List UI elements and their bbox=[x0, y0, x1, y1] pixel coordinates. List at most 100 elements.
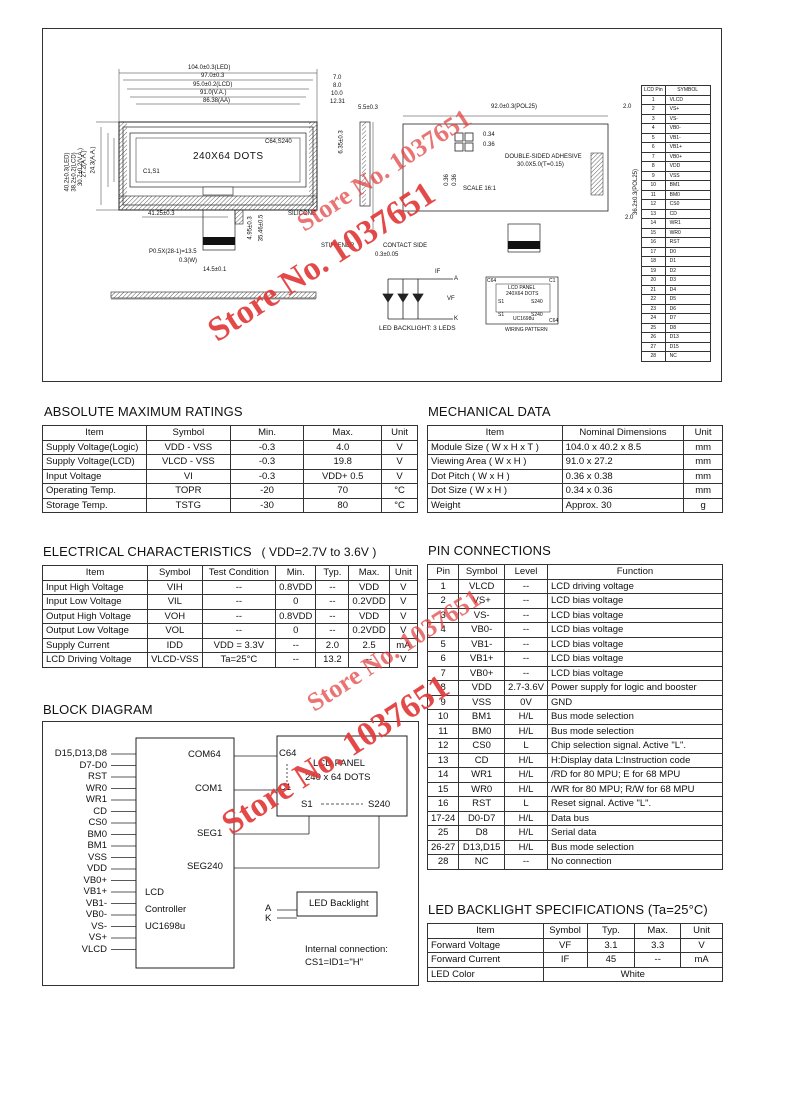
pin-cell: H/L bbox=[504, 825, 548, 841]
pin-cell: -- bbox=[504, 636, 548, 652]
backlight-cell: IF bbox=[542, 952, 588, 968]
pin-cell: GND bbox=[546, 694, 724, 710]
controller-input-signal: BM0 bbox=[87, 828, 107, 840]
dim-top-right-2: 10.0 bbox=[331, 91, 343, 97]
internal-connection-label: Internal connection: bbox=[305, 944, 388, 955]
controller-input-signal: WR1 bbox=[85, 794, 107, 805]
backlight-header-cell: Unit bbox=[680, 923, 723, 939]
pin-cell: Serial data bbox=[546, 825, 724, 841]
backlight-cell: 3.1 bbox=[586, 937, 636, 953]
elec-header-cell: Test Condition bbox=[201, 565, 277, 581]
elec-cell: 2.0 bbox=[315, 637, 350, 653]
pin-mini-cell: 17 bbox=[641, 246, 666, 257]
pin-mini-cell: D8 bbox=[664, 322, 711, 333]
pin-mini-cell: 28 bbox=[641, 351, 666, 362]
pin-mini-cell: D6 bbox=[664, 303, 711, 314]
backlight-cell: 45 bbox=[586, 952, 636, 968]
controller-box bbox=[135, 737, 235, 969]
pin-cell: VDD bbox=[458, 680, 506, 696]
elec-cell: VDD bbox=[348, 579, 390, 595]
pin-mini-cell: 13 bbox=[641, 208, 666, 219]
elec-cell: -- bbox=[275, 652, 317, 668]
pins-title: PIN CONNECTIONS bbox=[428, 543, 551, 558]
pin-header-cell: Pin bbox=[426, 564, 460, 580]
adhesive-label: DOUBLE-SIDED ADHESIVE bbox=[505, 154, 582, 160]
dim-left-4: 24.3(A.A.) bbox=[90, 146, 97, 174]
wiring-pin-5: S240 bbox=[531, 312, 543, 318]
pol-vert-dim: 36.2±0.3(POL25) bbox=[633, 169, 639, 215]
led-backlight-label: LED Backlight bbox=[309, 898, 369, 909]
dot-dim-2: 0.36 bbox=[443, 174, 450, 186]
wiring-pin-0: C64 bbox=[487, 278, 497, 284]
output-com1: COM1 bbox=[195, 783, 223, 794]
pin-cell: LCD bias voltage bbox=[546, 651, 724, 667]
pin-cell: Bus mode selection bbox=[546, 709, 724, 725]
wiring-caption: WIRING PATTERN bbox=[505, 327, 548, 333]
backlight-cell: -- bbox=[634, 952, 682, 968]
controller-input-signal: CD bbox=[93, 805, 107, 817]
mech-cell: mm bbox=[683, 439, 723, 455]
polarizer-outline bbox=[402, 123, 609, 212]
elec-cell: Output Low Voltage bbox=[41, 623, 149, 639]
backlight-header-cell: Symbol bbox=[542, 923, 588, 939]
pin-cell: No connection bbox=[546, 854, 724, 870]
pin-header-cell: Function bbox=[546, 564, 724, 580]
dim-left-0: 40.2±0.3(LED) bbox=[64, 152, 71, 192]
elec-header-cell: Unit bbox=[388, 565, 419, 581]
abs-max-header-cell: Symbol bbox=[145, 425, 231, 441]
elec-cell: -- bbox=[201, 579, 277, 595]
controller-label-0: LCD bbox=[145, 887, 165, 898]
elec-cell: 0 bbox=[275, 623, 317, 639]
pin-cell: 13 bbox=[426, 752, 460, 768]
elec-cell: VIL bbox=[147, 594, 203, 610]
pin-cell: 2.7-3.6V bbox=[504, 680, 548, 696]
pin-mini-cell: RST bbox=[664, 237, 711, 248]
wiring-chip: UC1698u bbox=[513, 316, 535, 322]
pin-mini-cell: 25 bbox=[641, 322, 666, 333]
pin-cell: L bbox=[504, 738, 548, 754]
wiring-pin-6: C64 bbox=[549, 318, 559, 324]
abs-max-cell: Operating Temp. bbox=[42, 483, 147, 499]
abs-max-cell: °C bbox=[381, 483, 418, 499]
pin-cell: VSS bbox=[458, 694, 506, 710]
wiring-title: LCD PANEL bbox=[508, 285, 536, 291]
mechanical-drawing: 240X64 DOTS C64,S240 C1,S1 104.0±0.3(LED… bbox=[42, 28, 722, 382]
led-backlight-box bbox=[296, 891, 378, 917]
elec-cell: V bbox=[388, 579, 419, 595]
backlight-cell: Forward Current bbox=[427, 952, 544, 968]
pin-mini-cell: BM0 bbox=[664, 189, 711, 200]
abs-max-title: ABSOLUTE MAXIMUM RATINGS bbox=[44, 404, 243, 419]
pin-cell: -- bbox=[504, 607, 548, 623]
pin-mini-cell: 1 bbox=[641, 94, 666, 105]
block-diagram-svg bbox=[111, 735, 408, 969]
mech-cell: Weight bbox=[427, 497, 563, 513]
pin-mini-cell: 12 bbox=[641, 199, 666, 210]
abs-max-header-cell: Min. bbox=[229, 425, 305, 441]
